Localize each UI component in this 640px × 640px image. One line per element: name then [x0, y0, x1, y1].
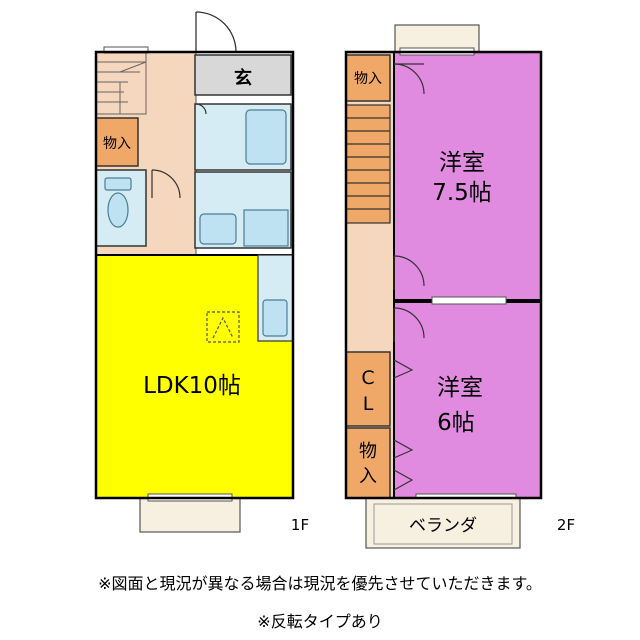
- outer-wall-1f: [94, 50, 295, 500]
- storage-1f-label: 物入: [103, 136, 131, 152]
- entrance: [194, 54, 292, 96]
- western-room-large-label1: 洋室: [439, 150, 485, 176]
- storage-bottom-2f-label1: 物: [359, 441, 377, 462]
- outer-wall-2f: [344, 50, 543, 500]
- storage-top-2f: [345, 54, 391, 102]
- bathtub-icon: [245, 109, 287, 165]
- storage-top-2f-label: 物入: [354, 71, 382, 87]
- bay-window-1f: [139, 497, 241, 533]
- range-hood-icon: [206, 311, 240, 343]
- closet-label2: L: [363, 393, 374, 415]
- balcony-label: ベランダ: [409, 516, 477, 536]
- window-mid-2f: [431, 296, 507, 305]
- disclaimer-note: ※図面と現況が異なる場合は現況を優先させていただきます。: [98, 574, 542, 593]
- western-room-large: [393, 51, 542, 301]
- toilet-icon: [104, 177, 132, 228]
- storage-bottom-2f: [345, 427, 391, 499]
- storage-1f: [95, 117, 139, 167]
- balcony-inner: [373, 503, 513, 545]
- storage-bottom-2f-label2: 入: [359, 466, 377, 487]
- entrance-label: 玄: [234, 67, 252, 89]
- washing-machine-icon: [243, 209, 289, 247]
- western-room-small-label1: 洋室: [437, 375, 483, 401]
- western-room-small: [393, 301, 542, 499]
- stairs-1f: [95, 51, 147, 115]
- entrance-door-icon: [195, 11, 237, 53]
- door-arc-icons-2f: [393, 63, 425, 342]
- reverse-type-note: ※反転タイプあり: [257, 612, 383, 631]
- closet-label1: C: [361, 367, 374, 389]
- western-room-small-label2: 6帖: [437, 410, 475, 436]
- ldk-label: LDK10帖: [143, 373, 241, 399]
- stairs-2f: [345, 104, 391, 224]
- balcony: [365, 497, 521, 549]
- sink-icon: [262, 299, 288, 337]
- western-room-large-label2: 7.5帖: [432, 180, 492, 206]
- floor-1-label: 1F: [291, 516, 309, 534]
- folding-door-icons: [393, 359, 414, 491]
- floor-2-plan: 物入 洋室 7.5帖 洋室 6帖 C L 物 入: [344, 24, 575, 549]
- floor-2-label: 2F: [557, 516, 575, 534]
- washbasin-icon: [199, 213, 237, 245]
- floor-1-plan: 物入 玄: [94, 11, 309, 534]
